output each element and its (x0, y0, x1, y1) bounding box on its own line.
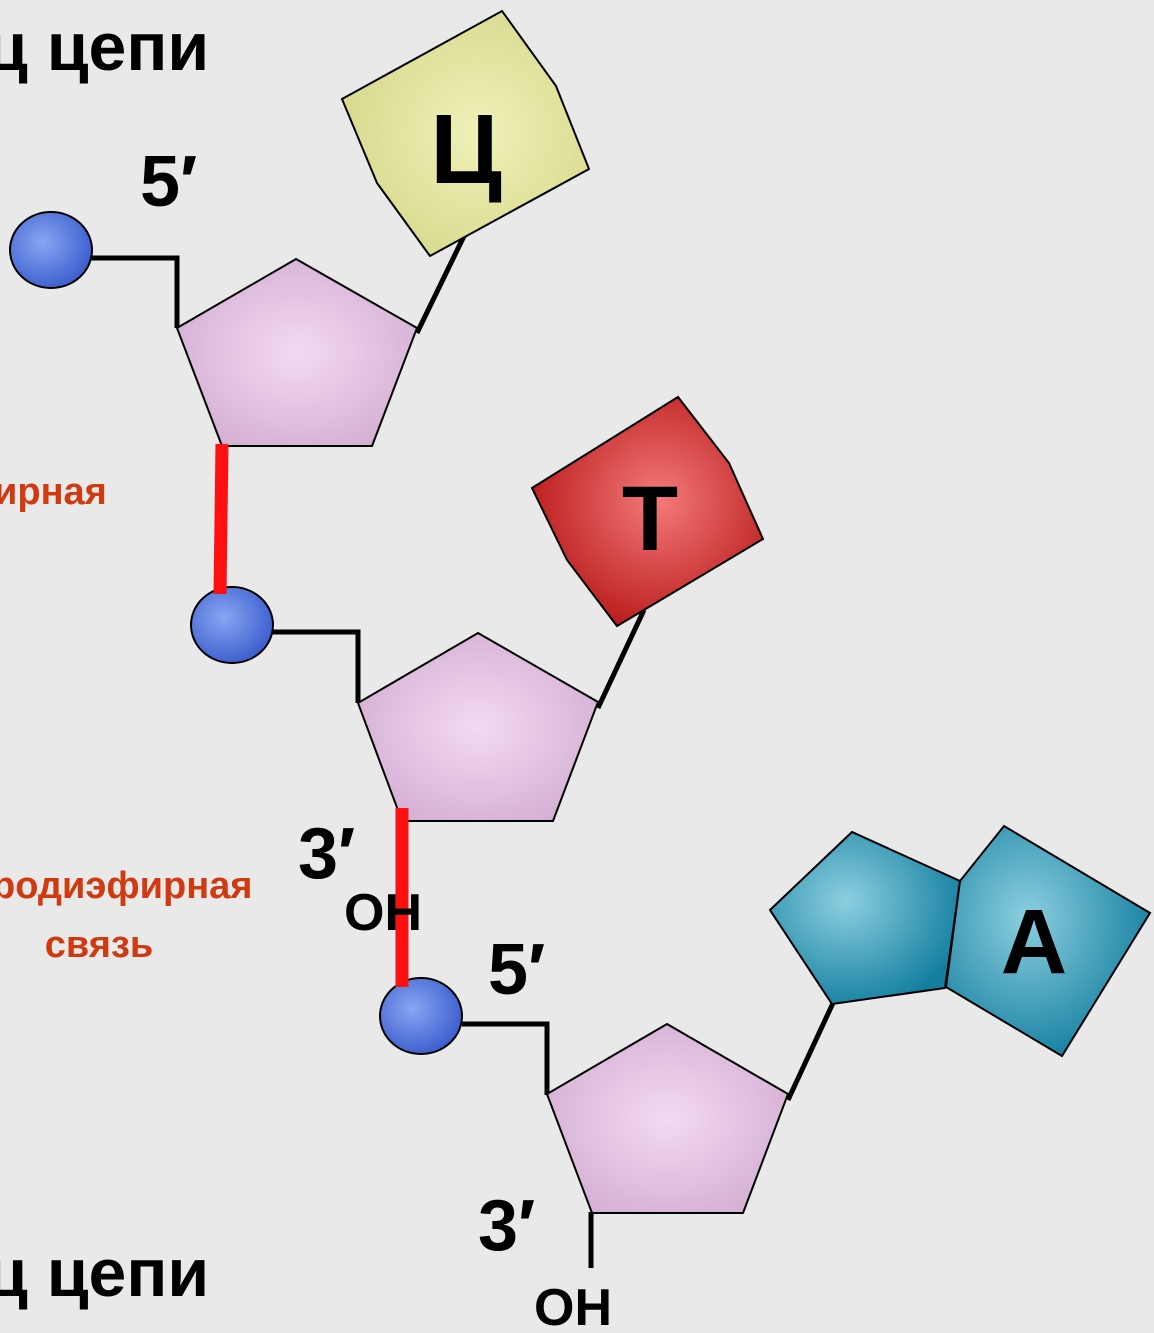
bond-label-1: ирная (0, 471, 107, 513)
phosphate-link-2 (272, 629, 361, 703)
three-prime-label-mid: 3′ (298, 814, 355, 894)
bond-label-2-line2: связь (45, 924, 153, 966)
chain-end-bottom-label: ц цепи (0, 1235, 209, 1311)
hydroxyl-label-mid: OH (344, 884, 422, 942)
five-prime-label-bottom: 5′ (488, 930, 545, 1010)
cytosine-letter: Ц (430, 94, 502, 204)
phosphate-1 (9, 211, 93, 289)
phosphodiester-bond-1 (213, 443, 229, 595)
glycosidic-bond-2 (595, 608, 647, 710)
phosphate-3 (379, 977, 463, 1055)
hydroxyl-label-bottom: OH (534, 1279, 612, 1333)
glycosidic-bond-3 (785, 1001, 836, 1102)
bond-label-2: родиэфирная (0, 865, 252, 907)
glycosidic-bond-1 (414, 232, 468, 335)
nucleotide-1: Ц (9, 9, 591, 447)
five-prime-label-top: 5′ (140, 142, 197, 222)
phosphate-link-1 (90, 255, 180, 328)
cytosine-base (340, 9, 591, 258)
phosphate-link-3 (462, 1021, 550, 1095)
adenine-base-ring-2 (944, 824, 1152, 1058)
three-prime-label-bottom: 3′ (478, 1186, 535, 1266)
nucleotide-2: Т (190, 395, 765, 822)
adenine-letter: А (1001, 891, 1067, 993)
thymine-base (530, 395, 765, 628)
sugar-3 (545, 1022, 790, 1214)
adenine-base (768, 830, 962, 1006)
nucleotide-3: А (379, 824, 1152, 1268)
sugar-2 (356, 631, 600, 822)
sugar-1 (175, 257, 419, 447)
phosphate-2 (190, 586, 274, 664)
chain-end-top-label: ц цепи (0, 9, 209, 85)
thymine-letter: Т (622, 468, 678, 570)
